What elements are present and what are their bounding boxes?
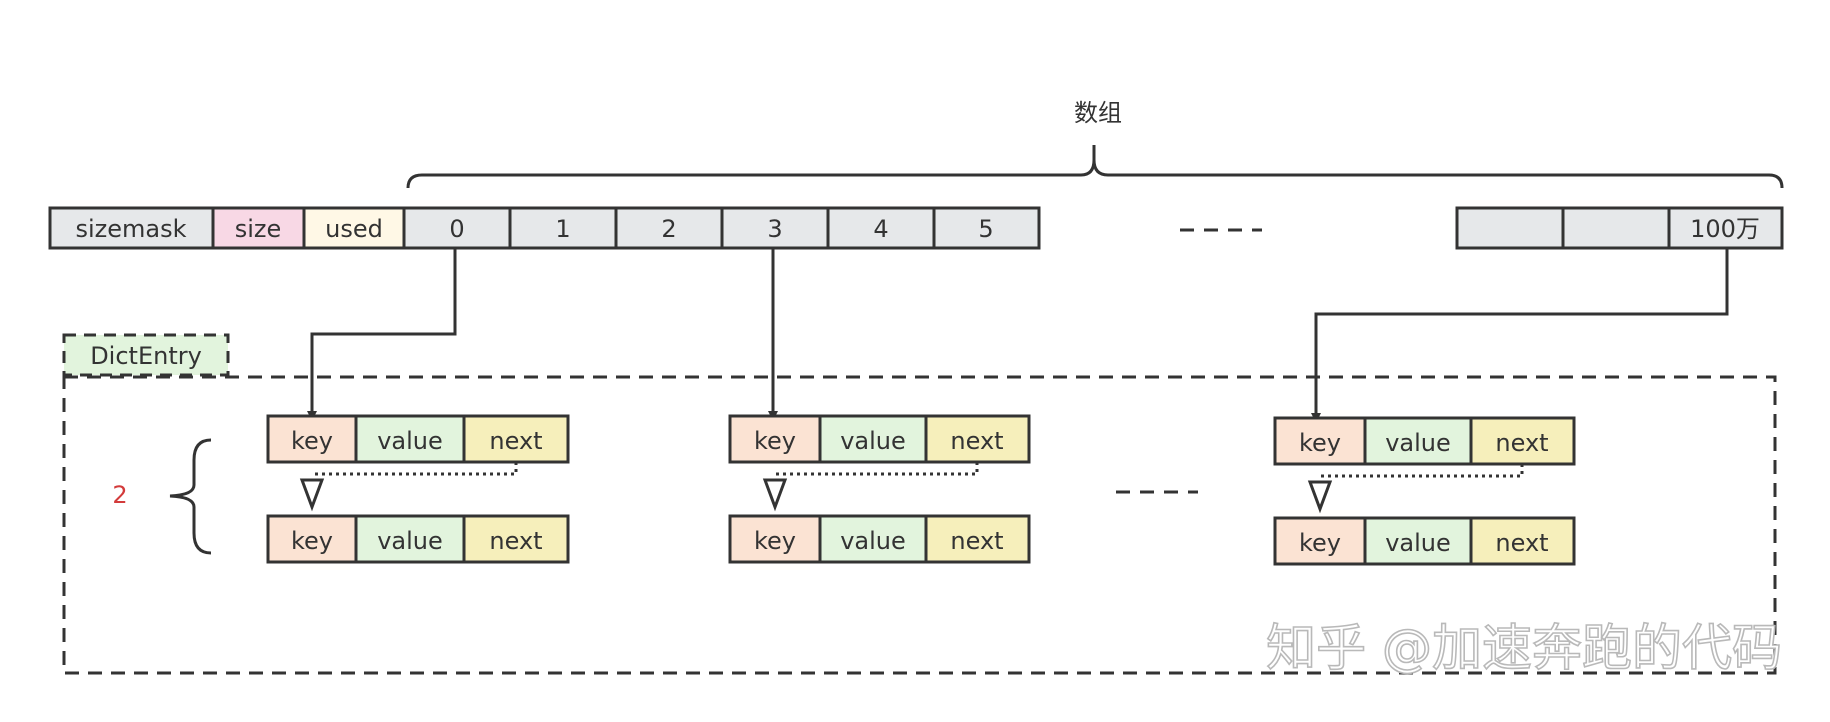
array-cell-5: 5 [932,206,1041,250]
header-cell-used: used [302,206,406,250]
array-cell-label: 100万 [1690,215,1760,243]
entry-value: value [1385,529,1451,557]
entry-value: value [840,527,906,555]
chain-count: 2 [112,481,127,509]
header-cell-label: size [235,215,282,243]
entry-next: next [1495,429,1548,457]
array-cell-last: 100万 [1667,206,1784,250]
next-pointer [1320,464,1524,478]
array-tail-cell [1455,206,1565,250]
entry-next: next [950,527,1003,555]
entry-node: key value next [266,414,570,464]
next-arrow-head [1307,480,1333,514]
array-cell-label: 0 [449,215,464,243]
next-arrow-head [762,478,788,512]
bucket-arrow-0 [307,248,457,421]
entry-key: key [754,427,796,455]
dict-entry-label-box: DictEntry [62,333,230,377]
array-tail-cell [1561,206,1671,250]
entry-node: key value next [1273,416,1576,466]
entry-key: key [291,527,333,555]
entry-key: key [1299,529,1341,557]
header-cell-size: size [211,206,306,250]
dict-entry-container [62,375,1777,675]
header-cell-sizemask: sizemask [48,206,215,250]
array-cell-3: 3 [720,206,830,250]
entry-node: key value next [266,514,570,564]
entry-next: next [950,427,1003,455]
array-cell-label: 3 [767,215,782,243]
entry-value: value [1385,429,1451,457]
array-cell-2: 2 [614,206,724,250]
entry-key: key [1299,429,1341,457]
entry-node: key value next [1273,516,1576,566]
header-cell-label: sizemask [75,215,186,243]
entry-next: next [1495,529,1548,557]
entry-key: key [754,527,796,555]
dict-entry-label: DictEntry [90,342,202,370]
entry-value: value [377,427,443,455]
next-arrow-head [299,478,325,512]
entry-next: next [489,427,542,455]
entry-value: value [377,527,443,555]
next-pointer [312,462,518,476]
entry-next: next [489,527,542,555]
array-cell-label: 2 [661,215,676,243]
bucket-arrow-last [1311,248,1729,423]
array-cell-label: 5 [978,215,993,243]
watermark-text: 知乎 @加速奔跑的代码 [1266,619,1782,677]
chain-brace [169,438,212,555]
next-pointer [775,462,979,476]
header-cell-label: used [325,215,383,243]
array-title: 数组 [1074,99,1122,127]
entry-node: key value next [728,414,1031,464]
array-cell-label: 1 [555,215,570,243]
array-cell-0: 0 [402,206,512,250]
array-cell-1: 1 [508,206,618,250]
entry-value: value [840,427,906,455]
array-cell-4: 4 [826,206,936,250]
entry-node: key value next [728,514,1031,564]
array-cell-label: 4 [873,215,888,243]
array-brace [406,145,1784,189]
entry-key: key [291,427,333,455]
